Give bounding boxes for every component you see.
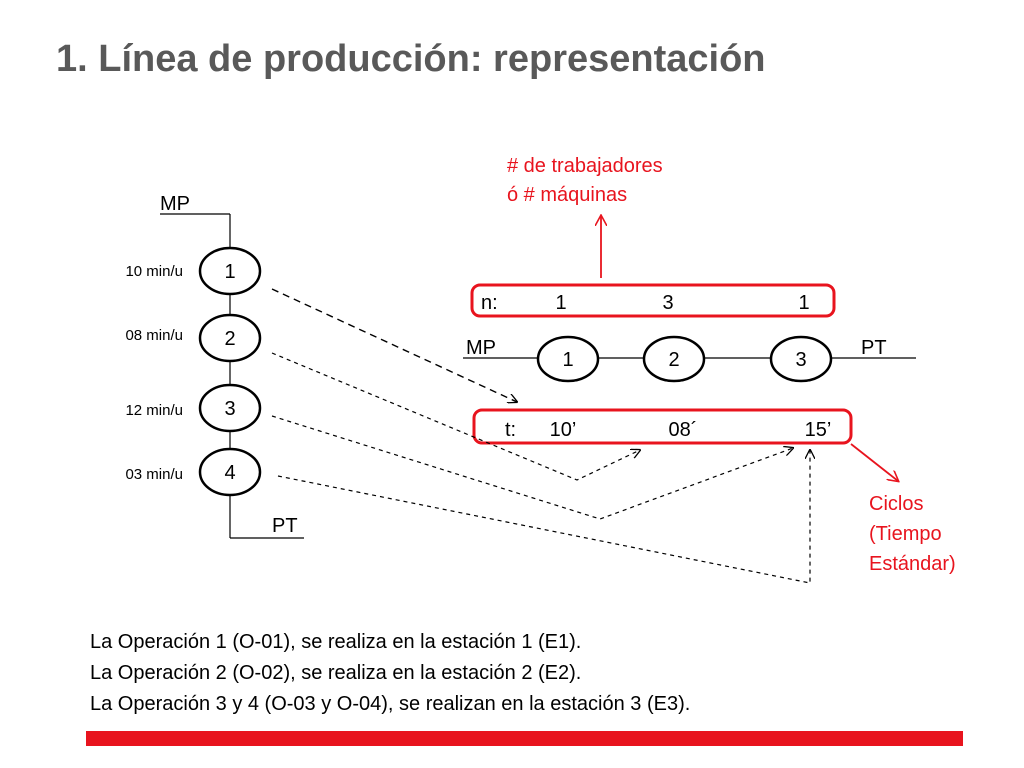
cycles-annotation-arrow bbox=[850, 443, 898, 481]
operation-circle bbox=[198, 313, 262, 363]
operation-to-station-mappings bbox=[271, 288, 810, 584]
operation-node-3: 3 bbox=[198, 383, 262, 433]
workers-row-box bbox=[470, 283, 836, 318]
station-number: 2 bbox=[668, 349, 679, 371]
operation-time-label: 12 min/u bbox=[125, 402, 183, 419]
mapping-arrow-op2 bbox=[271, 352, 640, 481]
workers-count: 1 bbox=[798, 292, 809, 314]
explanation-notes: La Operación 1 (O-01), se realiza en la … bbox=[90, 627, 690, 720]
workers-row: n: 1 3 1 bbox=[470, 283, 836, 318]
horizontal-mp-label: MP bbox=[466, 337, 496, 359]
operation-node-4: 4 bbox=[198, 447, 262, 497]
cycle-time-row: t: 10’ 08´ 15’ bbox=[472, 408, 853, 445]
operation-time-label: 03 min/u bbox=[125, 466, 183, 483]
station-node-2: 2 bbox=[642, 335, 706, 383]
operation-time-label: 10 min/u bbox=[125, 263, 183, 280]
cycle-time-row-label: t: bbox=[505, 419, 516, 441]
note-line: La Operación 1 (O-01), se realiza en la … bbox=[90, 631, 582, 653]
mapping-arrow-op1 bbox=[271, 288, 517, 402]
station-circle bbox=[769, 335, 833, 383]
station-number: 1 bbox=[562, 349, 573, 371]
operation-circle bbox=[198, 383, 262, 433]
vertical-mp-label: MP bbox=[160, 193, 190, 215]
cycle-time-value: 15’ bbox=[805, 419, 832, 441]
cycles-annotation-line1: Ciclos bbox=[869, 493, 923, 515]
operation-node-2: 2 bbox=[198, 313, 262, 363]
station-node-3: 3 bbox=[769, 335, 833, 383]
operation-node-1: 1 bbox=[198, 246, 262, 296]
cycles-annotation-line3: Estándar) bbox=[869, 553, 956, 575]
cycle-time-value: 08´ bbox=[669, 419, 698, 441]
vertical-production-line: MP PT 1 2 3 4 10 min/u 08 min/u 12 min/u… bbox=[125, 193, 304, 539]
cycle-time-value: 10’ bbox=[550, 419, 577, 441]
mapping-arrow-op3 bbox=[271, 415, 793, 520]
station-circle bbox=[536, 335, 600, 383]
operation-number: 2 bbox=[224, 328, 235, 350]
workers-row-label: n: bbox=[481, 292, 498, 314]
operation-number: 3 bbox=[224, 398, 235, 420]
cycle-time-row-box bbox=[472, 408, 853, 445]
station-node-1: 1 bbox=[536, 335, 600, 383]
operation-number: 4 bbox=[224, 462, 235, 484]
workers-count: 3 bbox=[662, 292, 673, 314]
horizontal-production-line: MP PT 1 2 3 bbox=[463, 335, 916, 383]
workers-annotation-line1: # de trabajadores bbox=[507, 155, 663, 177]
vertical-pt-label: PT bbox=[272, 515, 298, 537]
page-title: 1. Línea de producción: representación bbox=[56, 38, 766, 80]
operation-time-label: 08 min/u bbox=[125, 327, 183, 344]
station-circle bbox=[642, 335, 706, 383]
mapping-arrow-op4 bbox=[277, 450, 810, 584]
footer-accent-bar bbox=[86, 731, 963, 746]
station-number: 3 bbox=[795, 349, 806, 371]
operation-circle bbox=[198, 447, 262, 497]
workers-annotation-line2: ó # máquinas bbox=[507, 184, 627, 206]
note-line: La Operación 3 y 4 (O-03 y O-04), se rea… bbox=[90, 693, 691, 715]
horizontal-pt-label: PT bbox=[861, 337, 887, 359]
workers-count: 1 bbox=[555, 292, 566, 314]
operation-circle bbox=[198, 246, 262, 296]
operation-number: 1 bbox=[224, 261, 235, 283]
note-line: La Operación 2 (O-02), se realiza en la … bbox=[90, 662, 582, 684]
cycles-annotation-line2: (Tiempo bbox=[869, 523, 942, 545]
